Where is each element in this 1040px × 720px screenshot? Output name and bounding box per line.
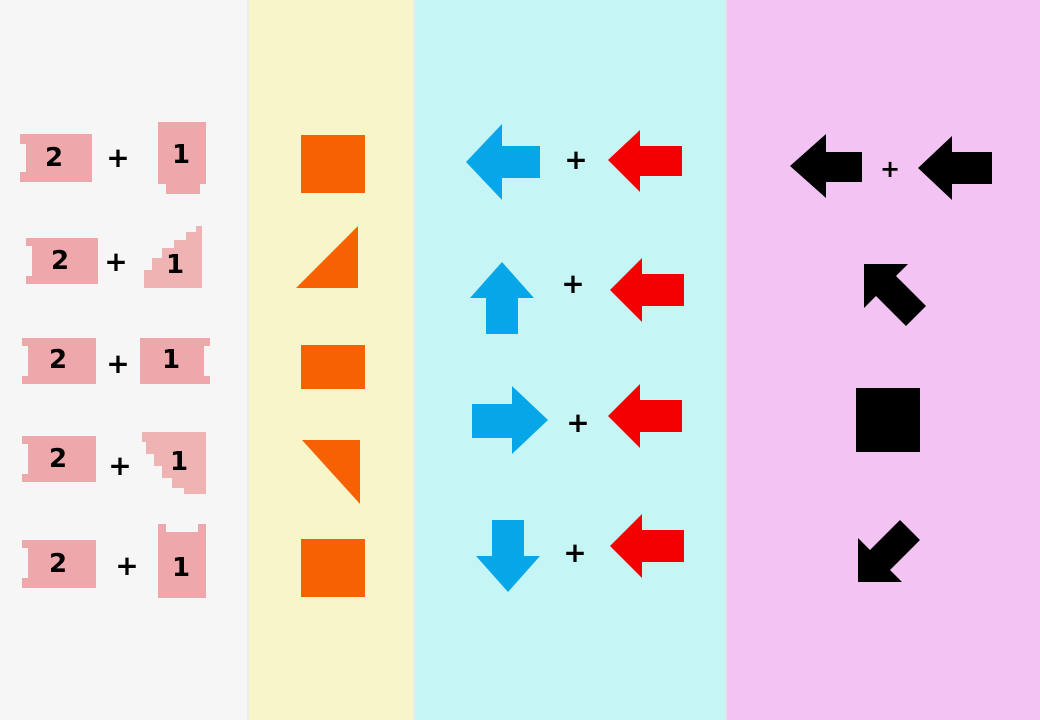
black-arrow-left xyxy=(918,136,992,200)
divider xyxy=(247,0,249,720)
panel-cyan xyxy=(414,0,726,720)
piece-2-label: 2 xyxy=(48,345,68,375)
piece-1-notched xyxy=(158,122,206,194)
panel-pink xyxy=(726,0,1040,720)
piece-1-label: 1 xyxy=(171,553,191,583)
divider xyxy=(725,0,727,720)
piece-1-label: 1 xyxy=(171,140,191,170)
orange-triangle-down xyxy=(302,440,360,504)
piece-2-label: 2 xyxy=(48,549,68,579)
red-arrow-left xyxy=(610,514,684,578)
plus-sign: + xyxy=(566,406,590,439)
piece-2-notched xyxy=(22,436,96,482)
piece-1-notched xyxy=(140,338,210,384)
piece-1-staircase xyxy=(142,432,206,494)
piece-1-label: 1 xyxy=(161,345,181,375)
piece-1-staircase xyxy=(144,226,202,288)
plus-sign: + xyxy=(561,267,585,300)
orange-square xyxy=(301,135,365,193)
red-arrow-left xyxy=(608,130,682,192)
piece-2-label: 2 xyxy=(44,143,64,173)
piece-2-label: 2 xyxy=(48,444,68,474)
plus-sign: + xyxy=(563,536,587,569)
black-arrow-left xyxy=(790,134,862,198)
piece-2-notched xyxy=(22,338,96,384)
piece-1-notched xyxy=(158,524,206,598)
blue-arrow-up xyxy=(470,262,534,334)
piece-1-label: 1 xyxy=(169,447,189,477)
plus-sign: + xyxy=(564,143,588,176)
red-arrow-left xyxy=(608,384,682,448)
piece-2-notched xyxy=(20,134,92,182)
plus-sign: + xyxy=(104,245,128,278)
orange-triangle-up xyxy=(296,226,358,288)
divider xyxy=(413,0,415,720)
black-square xyxy=(856,388,920,452)
black-arrow-up-left xyxy=(864,264,926,326)
black-arrow-down-left xyxy=(858,520,920,582)
piece-2-label: 2 xyxy=(50,246,70,276)
orange-rectangle xyxy=(301,345,365,389)
plus-sign: + xyxy=(115,549,139,582)
plus-sign: + xyxy=(879,155,901,183)
piece-1-label: 1 xyxy=(165,250,185,280)
plus-sign: + xyxy=(108,449,132,482)
blue-arrow-down xyxy=(476,520,540,592)
blue-arrow-right xyxy=(472,386,548,454)
plus-sign: + xyxy=(106,141,130,174)
plus-sign: + xyxy=(106,347,130,380)
red-arrow-left xyxy=(610,258,684,322)
orange-square xyxy=(301,539,365,597)
blue-arrow-left xyxy=(466,124,540,200)
piece-2-notched xyxy=(26,238,98,284)
piece-2-notched xyxy=(22,540,96,588)
